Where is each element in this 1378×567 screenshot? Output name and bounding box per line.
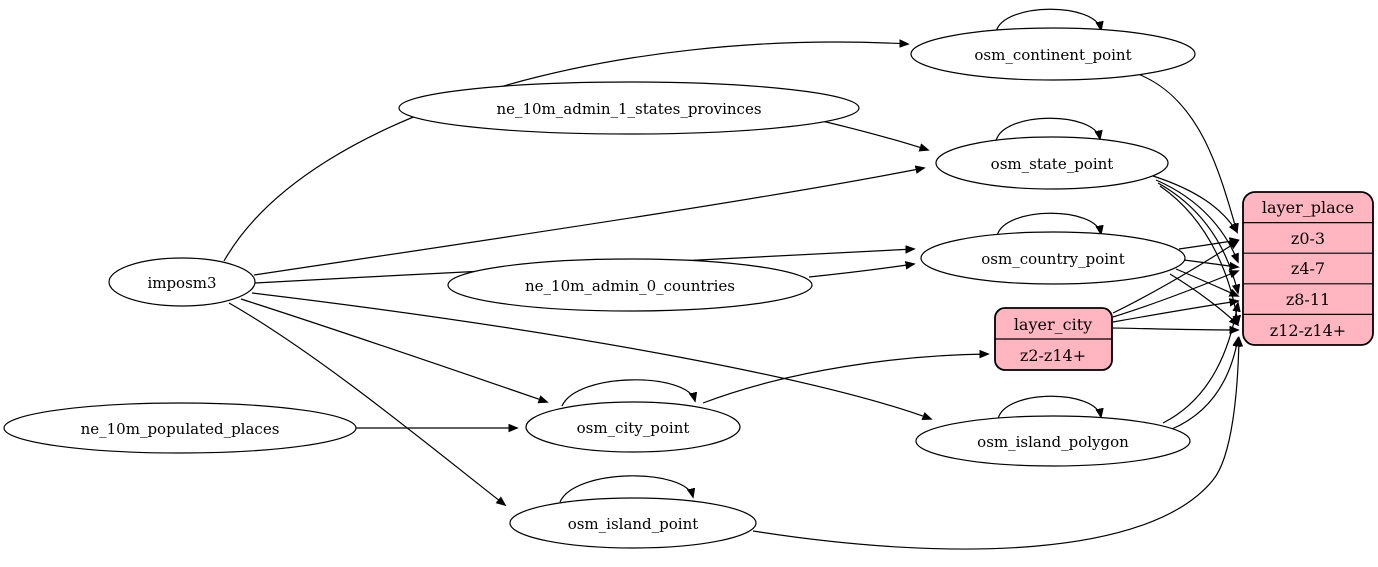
edge-osm_island_point-z12-z14 <box>752 338 1239 550</box>
edge-osm_country_point-z4-7 <box>1182 259 1238 267</box>
self-loop-osm_island_point <box>559 475 693 503</box>
edge-osm_state_point-z0-3 <box>1152 175 1237 232</box>
record-layer_place-title: layer_place <box>1262 198 1354 217</box>
edge-layer_city-z12-z14 <box>1112 328 1238 330</box>
edge-osm_island_polygon-z12-z14 <box>1171 338 1238 430</box>
node-osm_country_point: osm_country_point <box>920 231 1186 285</box>
node-ne_10m_admin_0_countries-label: ne_10m_admin_0_countries <box>525 277 735 295</box>
node-osm_city_point: osm_city_point <box>525 401 741 453</box>
node-osm_city_point-label: osm_city_point <box>577 419 690 437</box>
node-imposm3-shape <box>108 257 256 307</box>
node-ne_10m_populated_places-shape <box>3 402 357 454</box>
node-ne_10m_populated_places: ne_10m_populated_places <box>3 402 357 454</box>
edge-ne_10m_admin_1_states_provinces-osm_state_point <box>821 120 928 150</box>
edge-osm_state_point-z8-11 <box>1157 182 1238 293</box>
self-loop-osm_continent_point <box>995 8 1101 33</box>
record-layer_place-box <box>1242 191 1374 346</box>
record-row-z0-3: z0-3 <box>1291 229 1325 248</box>
self-loop-osm_country_point <box>996 212 1101 237</box>
edge-osm_city_point-layer_city <box>702 354 988 404</box>
edge-imposm3-osm_island_polygon <box>251 292 931 419</box>
record-layer_city: layer_city z2-z14+ <box>994 307 1113 371</box>
node-osm_island_point: osm_island_point <box>509 497 757 549</box>
edge-imposm3-osm_state_point <box>253 168 924 276</box>
node-ne_10m_admin_1_states_provinces: ne_10m_admin_1_states_provinces <box>398 81 860 135</box>
node-ne_10m_admin_1_states_provinces-shape <box>398 81 860 135</box>
node-osm_state_point-shape <box>935 136 1169 190</box>
node-osm_island_polygon-label: osm_island_polygon <box>977 433 1129 451</box>
node-osm_island_polygon: osm_island_polygon <box>915 415 1191 467</box>
edge-osm_island_polygon-z8-11 <box>1162 303 1238 424</box>
record-layer_place: layer_place z0-3 z4-7 z8-11 z12-z14+ <box>1242 191 1374 346</box>
node-osm_continent_point-label: osm_continent_point <box>974 46 1131 64</box>
node-osm_continent_point-shape <box>910 27 1196 81</box>
node-osm_state_point: osm_state_point <box>935 136 1169 190</box>
self-loop-osm_state_point <box>995 117 1100 142</box>
record-row-z2-z14: z2-z14+ <box>1020 346 1086 365</box>
record-layer_city-title: layer_city <box>1014 315 1092 334</box>
record-row-z12-z14: z12-z14+ <box>1270 321 1346 340</box>
node-osm_continent_point: osm_continent_point <box>910 27 1196 81</box>
edge-osm_state_point-z4-7 <box>1155 179 1238 262</box>
node-osm_state_point-label: osm_state_point <box>991 155 1114 173</box>
node-osm_island_point-label: osm_island_point <box>568 515 699 533</box>
record-row-z4-7: z4-7 <box>1291 259 1325 278</box>
node-osm_island_polygon-shape <box>915 415 1191 467</box>
node-osm_country_point-shape <box>920 231 1186 285</box>
node-ne_10m_admin_0_countries: ne_10m_admin_0_countries <box>447 258 813 312</box>
node-ne_10m_populated_places-label: ne_10m_populated_places <box>81 420 280 438</box>
node-ne_10m_admin_1_states_provinces-label: ne_10m_admin_1_states_provinces <box>496 100 761 118</box>
edge-imposm3-osm_city_point <box>240 298 547 402</box>
edge-layer_city-z4-7 <box>1112 271 1238 318</box>
edge-layer_city-z8-11 <box>1112 301 1238 323</box>
edge-osm_continent_point-z0-3 <box>1137 73 1237 232</box>
node-osm_island_point-shape <box>509 497 757 549</box>
node-ne_10m_admin_0_countries-shape <box>447 258 813 312</box>
self-loop-osm_city_point <box>561 379 695 407</box>
node-imposm3: imposm3 <box>108 257 256 307</box>
record-row-z8-11: z8-11 <box>1286 290 1330 309</box>
node-imposm3-label: imposm3 <box>147 274 216 292</box>
edge-osm_country_point-z8-11 <box>1175 268 1238 296</box>
node-osm_country_point-label: osm_country_point <box>981 250 1125 268</box>
node-osm_city_point-shape <box>525 401 741 453</box>
edge-osm_country_point-z12-z14 <box>1169 273 1238 325</box>
edge-imposm3-osm_island_point <box>228 302 505 505</box>
edge-ne_10m_admin_0_countries-osm_country_point <box>808 264 914 278</box>
edge-layer_city-z0-3 <box>1112 241 1238 314</box>
edges-group <box>223 8 1239 550</box>
self-loop-osm_island_polygon <box>997 395 1101 420</box>
